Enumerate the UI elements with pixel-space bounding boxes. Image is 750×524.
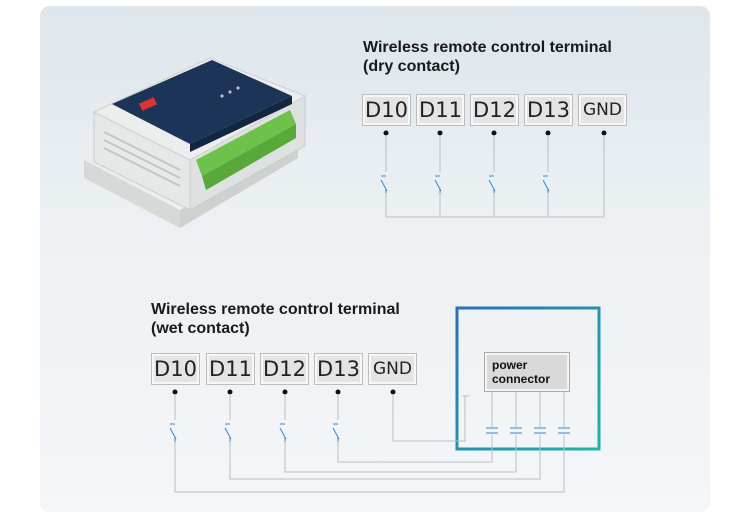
dry-switch-d10 xyxy=(380,175,388,193)
device-body xyxy=(84,57,307,228)
wet-dot-d13 xyxy=(335,389,341,395)
dry-terminal-gnd: GND xyxy=(578,94,627,126)
wet-terminal-d12: D12 xyxy=(260,353,309,385)
wet-switch-d12 xyxy=(279,423,287,442)
dry-dot-d12 xyxy=(491,130,497,136)
wet-title-line1: Wireless remote control terminal xyxy=(151,301,400,318)
dry-dot-gnd xyxy=(601,130,607,136)
dry-wiring xyxy=(380,130,607,218)
wet-title-line2: (wet contact) xyxy=(151,320,250,337)
wet-dot-d12 xyxy=(282,389,288,395)
dry-terminal-d10: D10 xyxy=(362,94,411,126)
wet-terminal-gnd: GND xyxy=(368,353,417,385)
wet-dot-d10 xyxy=(172,389,178,395)
dry-switch-d11 xyxy=(434,175,442,193)
dry-switch-d13 xyxy=(542,175,550,193)
power-connector-line1: power xyxy=(492,358,528,372)
dry-terminal-d12: D12 xyxy=(470,94,519,126)
dry-dot-d13 xyxy=(545,130,551,136)
wet-switch-d13 xyxy=(332,423,340,442)
dry-switch-d12 xyxy=(488,175,496,193)
wet-dot-gnd xyxy=(390,389,396,395)
power-terminal-symbols xyxy=(486,427,570,434)
dry-dot-d10 xyxy=(383,130,389,136)
wet-switch-d10 xyxy=(169,423,177,442)
wet-wiring xyxy=(169,306,601,493)
dry-terminal-d13: D13 xyxy=(524,94,573,126)
wet-terminal-d11: D11 xyxy=(206,353,255,385)
dry-contact-title: Wireless remote control terminal (dry co… xyxy=(363,38,612,76)
dry-title-line1: Wireless remote control terminal xyxy=(363,39,612,56)
power-connector-line2: connector xyxy=(492,372,551,386)
wet-terminal-d13: D13 xyxy=(314,353,363,385)
wet-dot-d11 xyxy=(227,389,233,395)
power-frame xyxy=(455,306,601,451)
dry-terminal-d11: D11 xyxy=(416,94,465,126)
wet-contact-title: Wireless remote control terminal (wet co… xyxy=(151,300,400,338)
dry-dot-d11 xyxy=(437,130,443,136)
wet-terminal-d10: D10 xyxy=(151,353,200,385)
wet-switch-d11 xyxy=(224,423,232,442)
dry-title-line2: (dry contact) xyxy=(363,58,460,75)
power-connector-box: power connector xyxy=(484,352,570,392)
